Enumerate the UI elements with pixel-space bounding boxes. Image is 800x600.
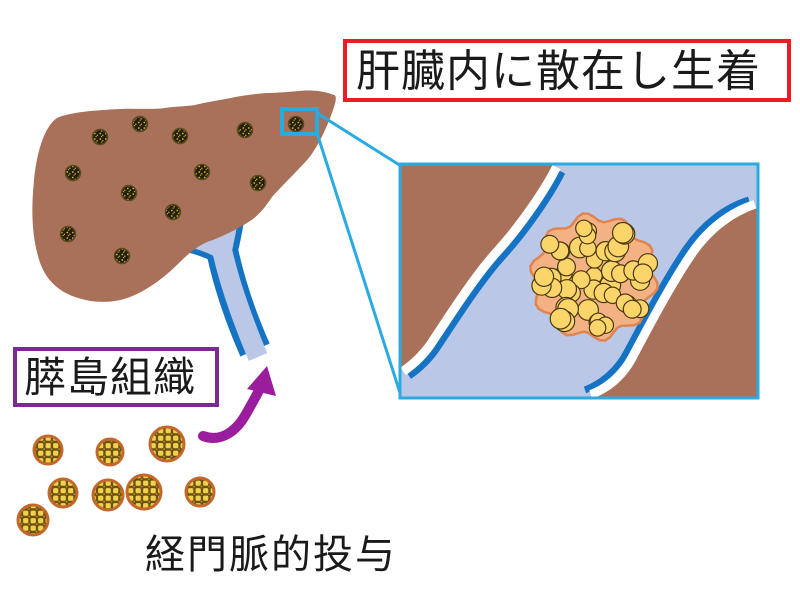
islet-cluster: [32, 434, 64, 466]
islet-cluster: [148, 425, 186, 463]
islet-graft-cells: [531, 219, 659, 337]
inset-liver-tissue-upper: [400, 164, 566, 379]
zoom-callout: [280, 107, 403, 397]
inset-panel: [398, 162, 760, 400]
injection-arrow: [198, 366, 276, 443]
caption-portal-administration: 経門脈的投与: [145, 533, 397, 577]
engrafted-islet-dot: [113, 247, 131, 265]
islet-cluster: [184, 476, 216, 508]
inset-vessel-wall-upper: [406, 170, 566, 379]
islet-cluster: [125, 473, 163, 511]
zoom-connector-line-bottom: [315, 132, 403, 397]
inset-wall-gap-upper: [400, 164, 561, 376]
engrafted-islet-dot: [91, 128, 109, 146]
engrafted-islet-dot: [64, 164, 82, 182]
islet-cluster: [95, 437, 125, 467]
engrafted-islet-dot: [287, 115, 305, 133]
engrafted-islet-dot: [131, 115, 149, 133]
inset-wall-gap-lower: [589, 200, 757, 398]
islet-cell: [588, 319, 607, 337]
islet-cluster: [47, 477, 79, 509]
inset-islet-graft: [529, 212, 659, 342]
inset-liver-parenchyma-lower: [594, 208, 758, 398]
engrafted-islet-dot: [171, 127, 189, 145]
inset-border: [398, 162, 760, 400]
islet-cell: [575, 219, 593, 238]
islet-cluster: [91, 478, 125, 512]
label-engraftment: 肝臓内に散在し生着: [343, 39, 791, 102]
islet-cell: [611, 221, 634, 244]
inset-vessel-wall-lower: [583, 196, 751, 394]
engrafted-islet-dot: [193, 163, 211, 181]
engrafted-islet-dot: [164, 203, 182, 221]
engrafted-islet-dot: [59, 225, 77, 243]
inset-liver-parenchyma-upper: [400, 164, 553, 368]
islet-cell: [571, 270, 591, 290]
liver: [32, 90, 336, 302]
islet-cell: [540, 234, 560, 254]
engrafted-islet-dots: [59, 115, 305, 265]
islet-cluster: [16, 503, 50, 537]
label-islet-tissue: 膵島組織: [13, 347, 219, 407]
islet-cell: [533, 266, 555, 287]
islet-cell: [632, 263, 654, 284]
engrafted-islet-dot: [236, 121, 254, 139]
zoom-connector-line-top: [316, 111, 402, 168]
inset-liver-tissue-lower: [583, 196, 758, 398]
islet-clusters: [16, 425, 216, 537]
liver-silhouette: [32, 90, 336, 302]
islet-cell: [549, 307, 572, 330]
zoom-highlight-box: [280, 107, 319, 136]
engrafted-islet-dot: [249, 174, 267, 192]
arrow-head: [247, 366, 276, 396]
engrafted-islet-dot: [120, 184, 138, 202]
islet-cell: [622, 299, 642, 319]
